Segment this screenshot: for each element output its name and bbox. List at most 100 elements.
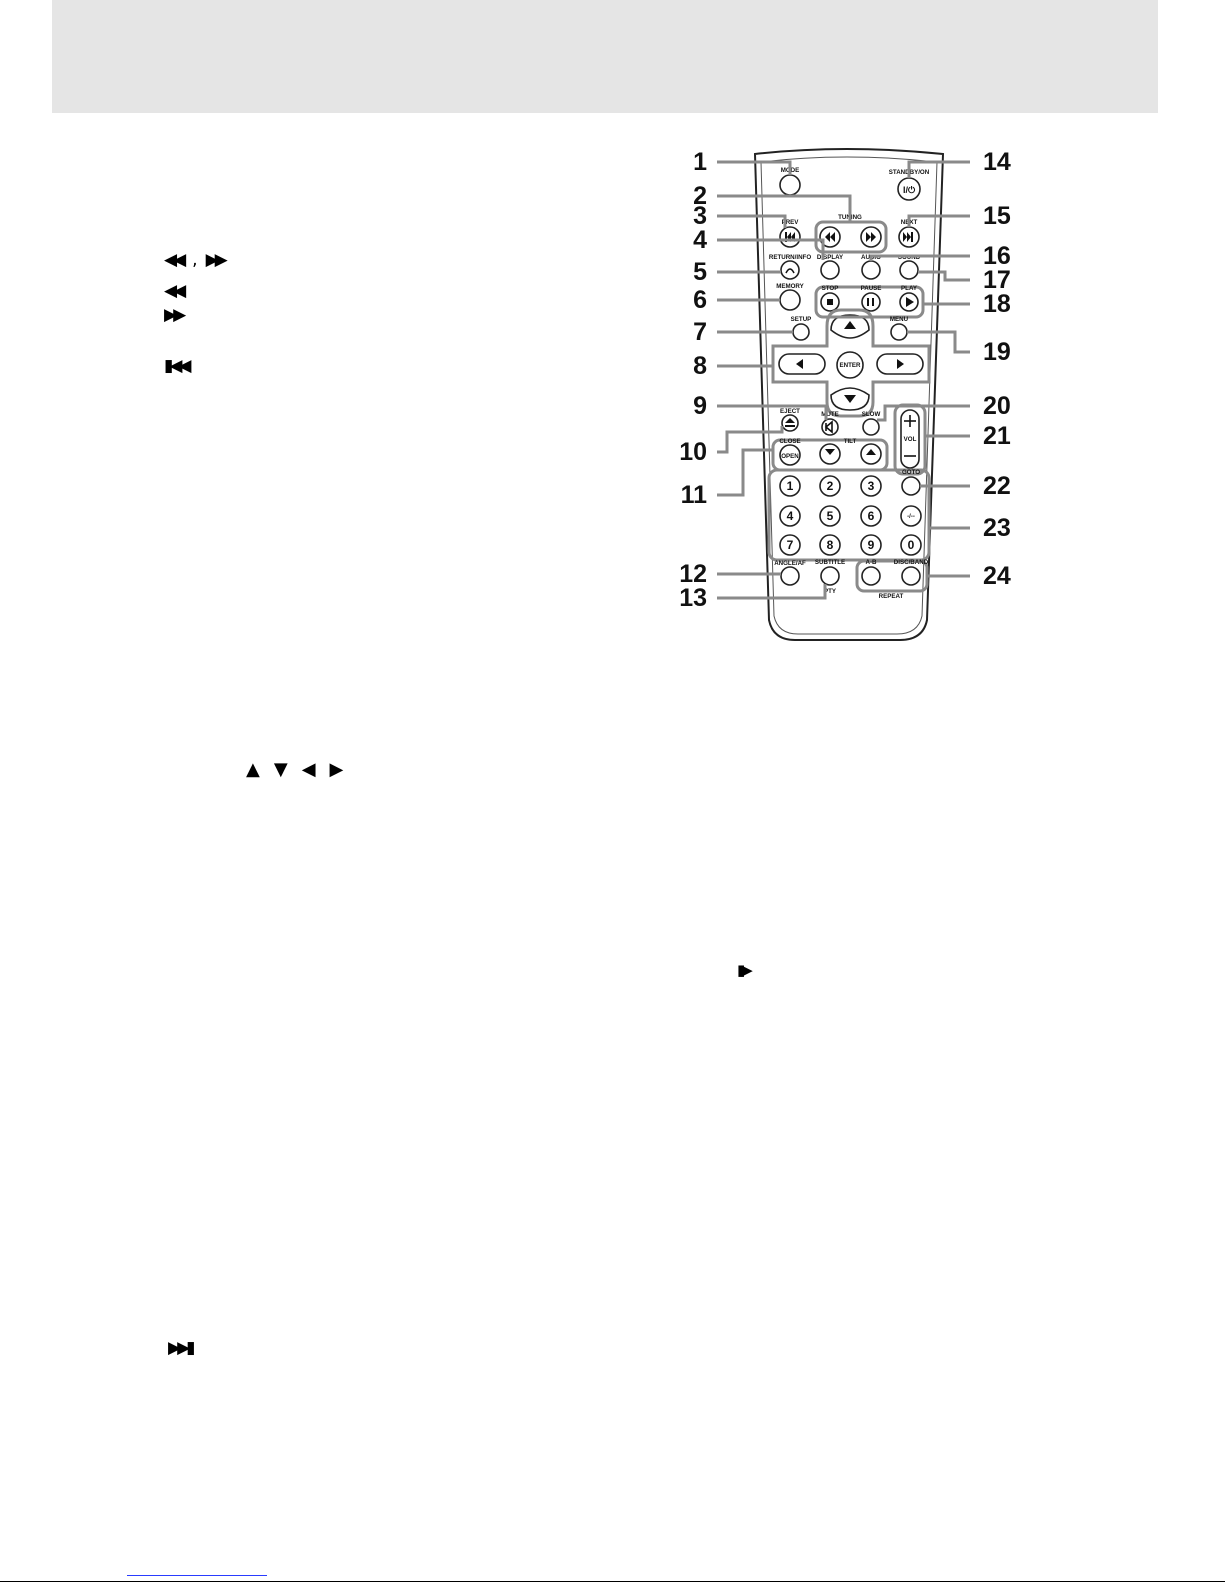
numeric-group-outline <box>767 468 931 562</box>
digit-2-button[interactable] <box>819 475 841 497</box>
eject-label: EJECT <box>780 408 800 415</box>
footer-link-underline <box>127 1575 267 1576</box>
digit-8-button[interactable] <box>819 534 841 556</box>
callout-5: 5 <box>693 258 707 286</box>
open-label: OPEN <box>781 453 799 460</box>
callout-18: 18 <box>983 290 1011 318</box>
dpad-group-outline <box>771 308 931 418</box>
callout-14: 14 <box>983 148 1011 176</box>
repeat-label: REPEAT <box>879 593 904 600</box>
callout-1: 1 <box>693 148 707 176</box>
callout-19: 19 <box>983 338 1011 366</box>
mute-label: MUTE <box>821 411 839 418</box>
remote-control-diagram: MODE STANDBY/ON I/⏻ TUNING PREV NEXT RET… <box>679 148 1011 641</box>
digit-0-button[interactable] <box>900 534 922 556</box>
digit-5-button[interactable] <box>819 505 841 527</box>
callout-3: 3 <box>693 202 707 230</box>
play-label: PLAY <box>901 285 918 292</box>
volume-rocker[interactable] <box>900 409 920 469</box>
digit-9-label: 9 <box>868 538 875 552</box>
slow-label: SLOW <box>862 411 881 418</box>
sound-button[interactable] <box>899 260 919 280</box>
goto-label: GOTO <box>902 469 920 476</box>
memory-label: MEMORY <box>776 283 804 290</box>
digit-1-button[interactable] <box>779 475 801 497</box>
mute-button[interactable] <box>821 418 839 436</box>
menu-label: MENU <box>890 316 909 323</box>
angle-button[interactable] <box>780 566 800 586</box>
callout-21: 21 <box>983 422 1011 450</box>
setup-label: SETUP <box>791 316 812 323</box>
enter-button[interactable] <box>836 351 864 379</box>
prev-label: PREV <box>782 219 800 226</box>
digit-5-label: 5 <box>827 509 834 523</box>
digit-0-label: 0 <box>908 538 915 552</box>
dash-label: -/-- <box>907 514 915 520</box>
enter-label: ENTER <box>840 362 862 369</box>
callout-10: 10 <box>679 438 707 466</box>
digit-1-label: 1 <box>787 479 794 493</box>
subtitle-button[interactable] <box>820 566 840 586</box>
dash-button[interactable] <box>900 505 922 527</box>
standby-glyph: I/⏻ <box>903 185 916 195</box>
stop-label: STOP <box>822 285 839 292</box>
angle-label: ANGLE/AF <box>774 560 806 567</box>
display-button[interactable] <box>820 260 840 280</box>
callout-11: 11 <box>681 481 708 509</box>
callout-2: 2 <box>693 182 707 210</box>
transport-group-outline <box>814 285 925 319</box>
display-label: DISPLAY <box>817 254 844 261</box>
direction-arrows: ▲ ▼ ◀ ▶ <box>246 761 357 779</box>
digit-7-label: 7 <box>787 538 794 552</box>
step-play-icon: ▮▶ <box>737 961 753 979</box>
arrow-up-icon: ▲ <box>246 759 260 780</box>
disc-band-button[interactable] <box>901 566 921 586</box>
digit-4-button[interactable] <box>779 505 801 527</box>
arrow-right-icon: ▶ <box>329 759 344 780</box>
subtitle-label: SUBTITLE <box>815 559 845 566</box>
header-band <box>52 0 1158 113</box>
disc-band-label: DISC/BAND <box>894 559 929 566</box>
mode-button[interactable] <box>779 174 801 196</box>
memory-button[interactable] <box>779 289 801 311</box>
callout-8: 8 <box>693 352 707 380</box>
setup-button[interactable] <box>792 323 810 341</box>
goto-button[interactable] <box>901 476 921 496</box>
pause-button[interactable] <box>861 292 881 312</box>
callout-23: 23 <box>983 514 1011 542</box>
digit-8-label: 8 <box>827 538 834 552</box>
tilt-label: TILT <box>844 438 857 445</box>
footer-rule <box>0 1581 1225 1582</box>
digit-9-button[interactable] <box>860 534 882 556</box>
callout-4: 4 <box>693 226 707 254</box>
rewind-icon: ◀◀ <box>164 281 186 301</box>
return-button[interactable] <box>780 260 800 280</box>
previous-track-icon: ▮◀◀ <box>164 356 191 376</box>
next-track-icon: ▶▶▮ <box>168 1338 195 1358</box>
callout-24: 24 <box>983 562 1011 590</box>
digit-4-label: 4 <box>787 509 794 523</box>
arrow-down-icon: ▼ <box>273 759 288 780</box>
callout-13: 13 <box>679 584 707 612</box>
open-close-button[interactable] <box>779 444 801 466</box>
callout-12: 12 <box>679 560 707 588</box>
callout-20: 20 <box>983 392 1011 420</box>
audio-button[interactable] <box>861 260 881 280</box>
callout-22: 22 <box>983 472 1011 500</box>
callout-6: 6 <box>693 286 707 314</box>
digit-6-label: 6 <box>868 509 875 523</box>
slow-button[interactable] <box>862 418 880 436</box>
callout-15: 15 <box>983 202 1011 230</box>
callout-17: 17 <box>983 266 1011 294</box>
digit-3-label: 3 <box>868 479 875 493</box>
vol-label: VOL <box>904 436 917 443</box>
ab-label: A-B <box>866 559 878 566</box>
digit-7-button[interactable] <box>779 534 801 556</box>
digit-6-button[interactable] <box>860 505 882 527</box>
menu-button[interactable] <box>890 323 908 341</box>
arrow-left-icon: ◀ <box>301 759 316 780</box>
ab-button[interactable] <box>861 566 881 586</box>
digit-3-button[interactable] <box>860 475 882 497</box>
callout-7: 7 <box>693 318 707 346</box>
rewind-icon: ◀◀ <box>164 250 186 270</box>
